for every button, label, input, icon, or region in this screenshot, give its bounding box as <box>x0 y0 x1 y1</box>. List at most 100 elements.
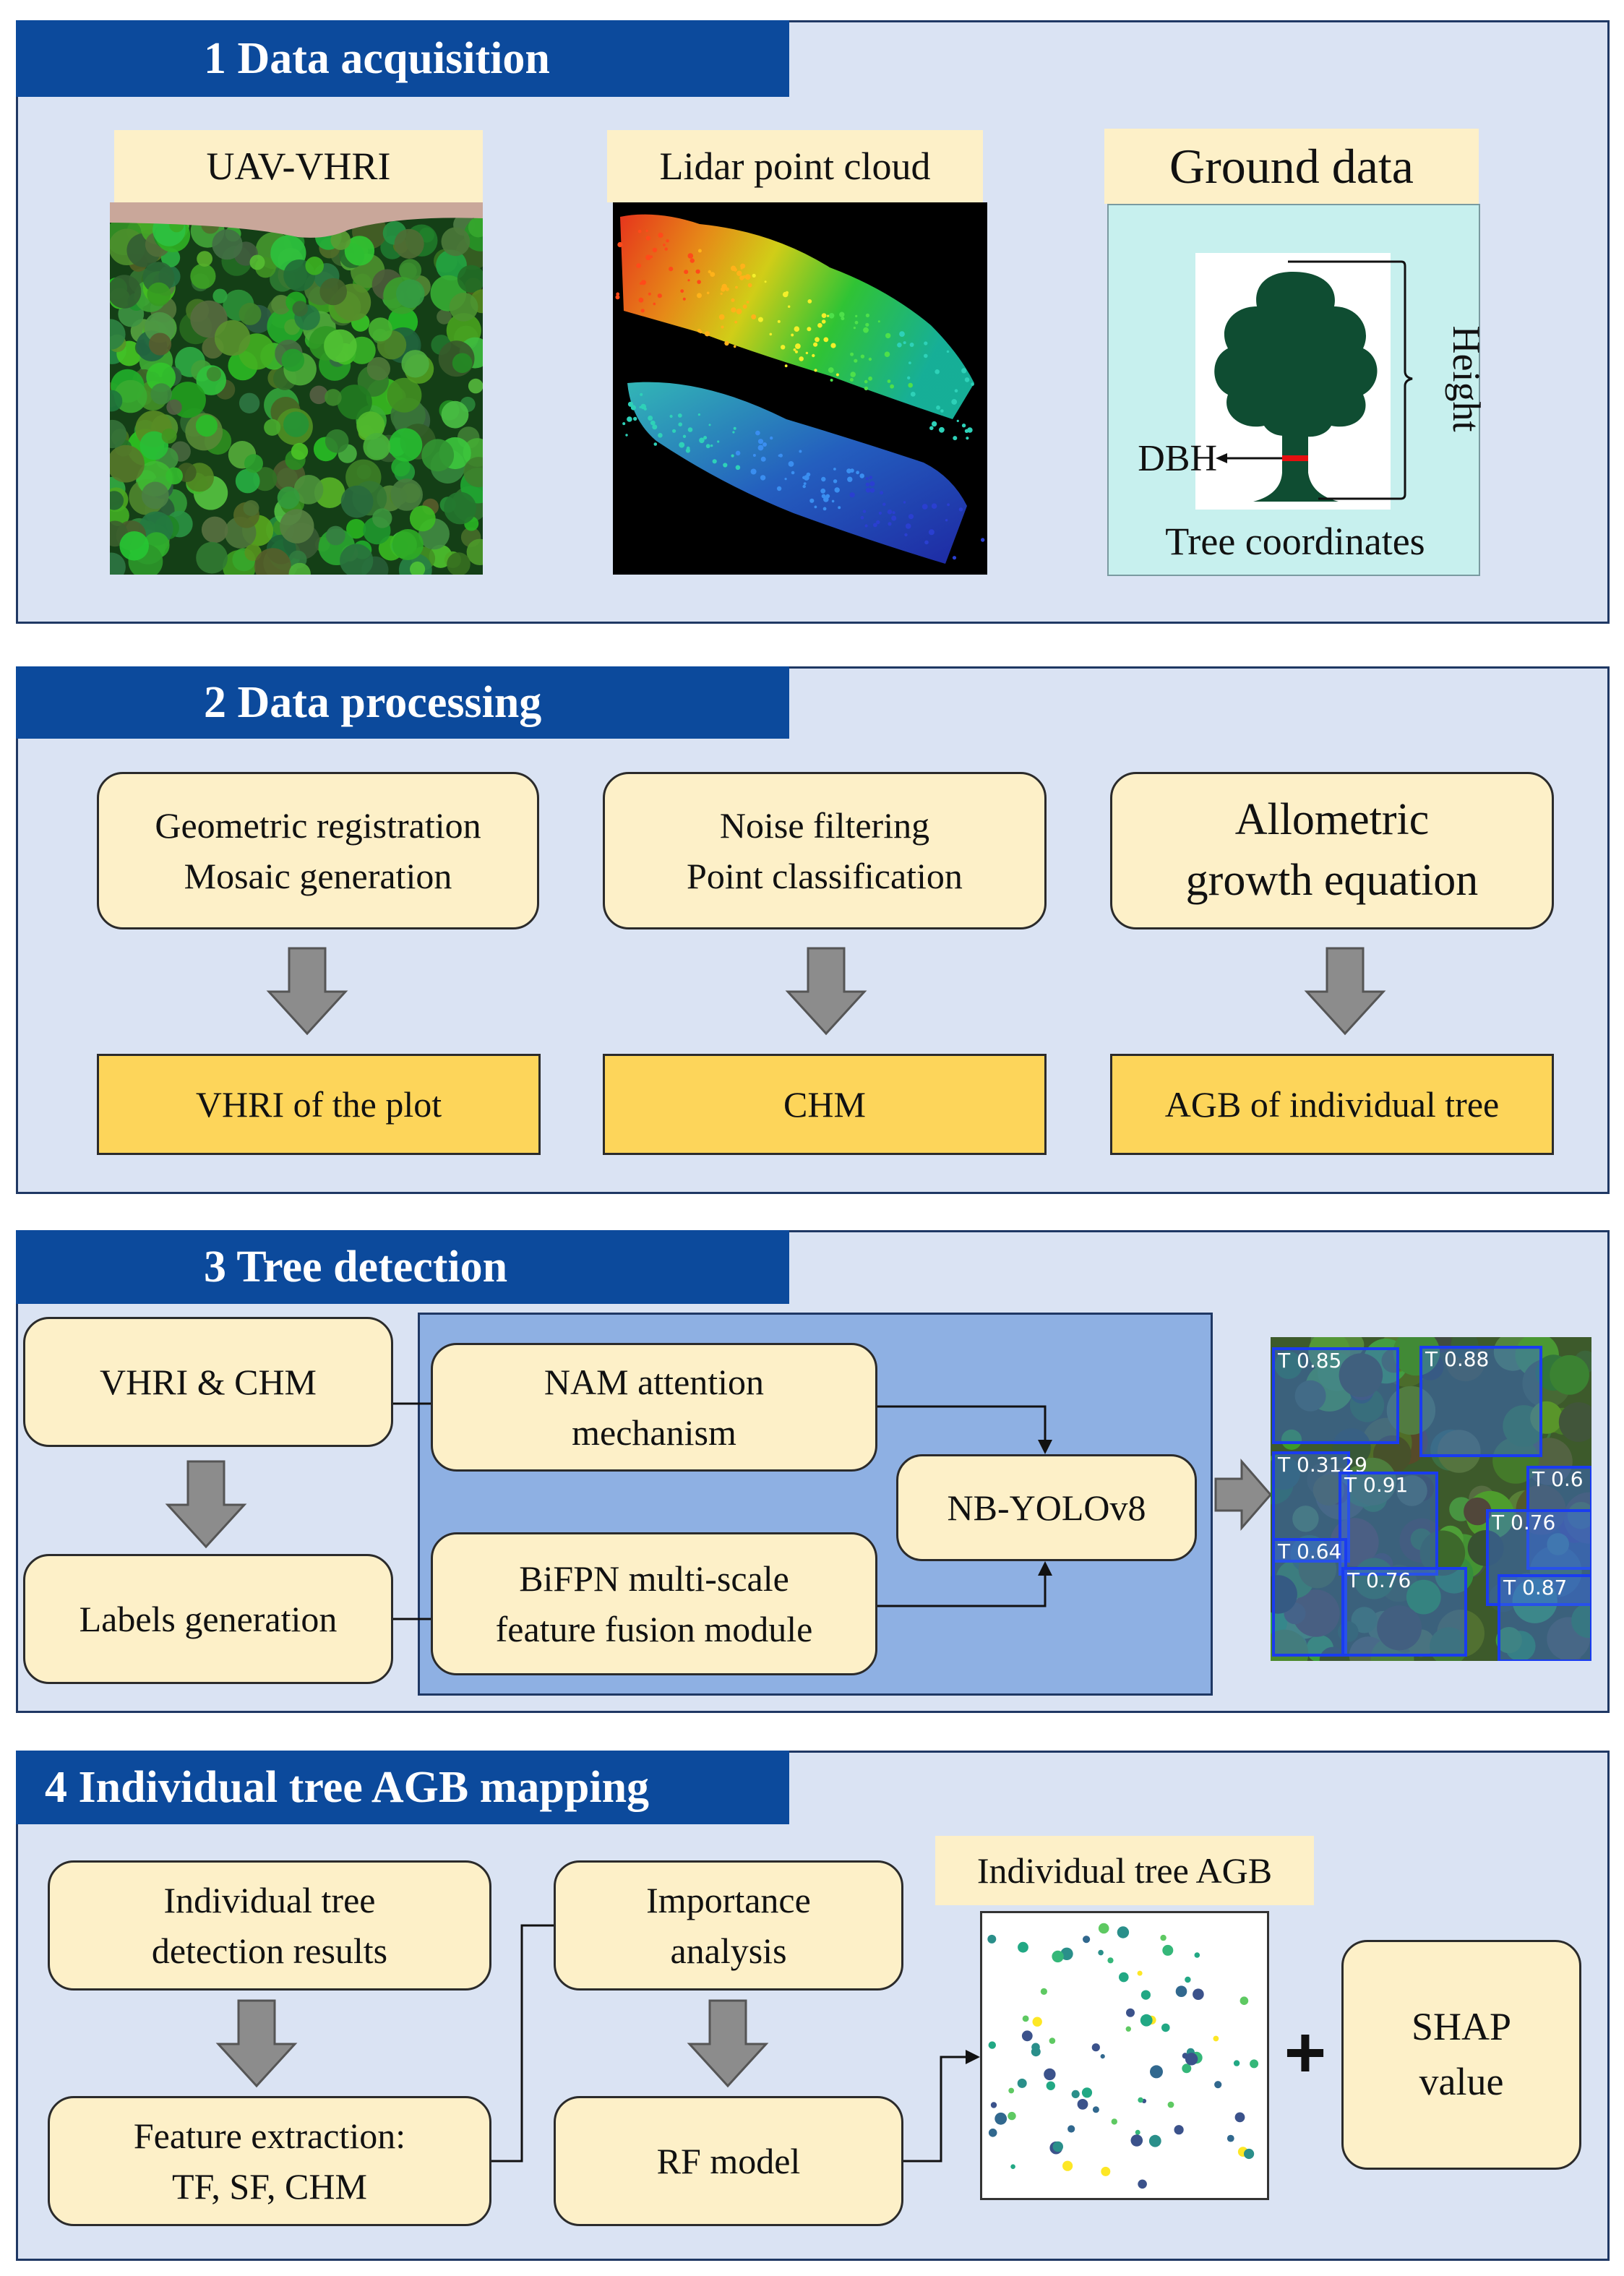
tree-crown <box>340 485 374 518</box>
lidar-point <box>725 287 729 291</box>
canopy-blob <box>1349 1457 1397 1506</box>
lidar-point <box>951 399 958 405</box>
agb-point <box>1138 2179 1147 2189</box>
lidar-point <box>682 434 687 438</box>
lidar-point <box>794 326 800 332</box>
agb-point <box>1167 2101 1174 2108</box>
canopy-blob <box>1377 1605 1422 1651</box>
lidar-point <box>854 320 859 325</box>
tree-crown <box>437 309 452 325</box>
tree-crown <box>110 319 126 350</box>
lidar-point <box>788 305 791 308</box>
ground-data-panel: Height DBH Tree coordinates <box>1107 204 1488 576</box>
lidar-point <box>657 293 662 299</box>
tree-crown <box>326 525 345 546</box>
lidar-point <box>669 267 674 272</box>
tree-crown <box>277 486 300 510</box>
tree-crown <box>366 357 390 381</box>
lidar-point <box>954 389 958 392</box>
agb-point <box>1098 1949 1104 1956</box>
lidar-point <box>689 258 695 263</box>
lidar-point <box>658 433 663 438</box>
agb-point <box>1052 2141 1063 2152</box>
lidar-point <box>860 354 865 358</box>
lidar-point <box>958 507 963 512</box>
lidar-point <box>924 353 928 358</box>
lidar-point <box>821 319 826 324</box>
agb-point <box>1010 2164 1015 2169</box>
down-arrow-1 <box>266 947 348 1036</box>
agb-point <box>1046 2081 1055 2090</box>
lidar-point <box>710 272 716 277</box>
lidar-point <box>804 475 809 481</box>
tree-crown <box>356 411 385 440</box>
detection-box <box>1526 1466 1591 1570</box>
lidar-point <box>864 379 868 384</box>
feature-extraction-box: Feature extraction: TF, SF, CHM <box>48 2096 491 2226</box>
tree-crown <box>392 529 424 560</box>
lidar-point <box>746 301 749 304</box>
lidar-label: Lidar point cloud <box>607 130 983 202</box>
lidar-point <box>905 523 911 529</box>
canopy-blob <box>1271 1456 1301 1490</box>
agb-point <box>1008 2111 1016 2121</box>
lidar-point <box>712 459 717 464</box>
lidar-point <box>617 241 623 248</box>
lidar-point <box>721 325 724 329</box>
tree-crown <box>344 236 375 266</box>
tree-crown <box>325 429 349 453</box>
lidar-point <box>622 422 626 426</box>
canopy-blob <box>1467 1530 1504 1566</box>
lidar-point <box>723 463 728 468</box>
tree-crown <box>139 431 168 460</box>
lidar-point <box>704 331 710 337</box>
tree-crown <box>401 350 429 378</box>
agb-point <box>1052 1950 1064 1963</box>
tree-crown <box>372 508 392 528</box>
lidar-point <box>909 343 914 347</box>
canopy-blob <box>1571 1603 1591 1639</box>
agb-point <box>990 2102 997 2108</box>
tree-crown <box>468 217 483 238</box>
tree-crown <box>468 378 483 394</box>
lidar-point <box>718 314 725 320</box>
detection-results-box: Individual tree detection results <box>48 1860 491 1991</box>
agb-point <box>1119 1972 1129 1983</box>
lidar-point <box>770 436 773 440</box>
lidar-point <box>733 426 736 430</box>
agb-point <box>1071 2090 1080 2098</box>
lidar-point <box>788 461 794 467</box>
lidar-point <box>835 373 839 377</box>
tree-crown <box>161 428 177 444</box>
uav-vhri-label: UAV-VHRI <box>114 130 483 202</box>
lidar-point <box>710 444 713 447</box>
bifpn-fusion-box: BiFPN multi-scale feature fusion module <box>431 1532 877 1675</box>
tree-crown <box>283 411 309 437</box>
tree-crown <box>340 544 374 575</box>
tree-crown <box>441 227 471 257</box>
lidar-point <box>793 348 796 351</box>
tree-crown <box>214 319 251 356</box>
down-arrow-features <box>215 1999 298 2088</box>
canopy-blob <box>1530 1401 1563 1434</box>
lidar-point <box>733 345 736 348</box>
lidar-point <box>776 486 782 491</box>
agb-individual-output: AGB of individual tree <box>1110 1054 1554 1155</box>
importance-analysis-box: Importance analysis <box>554 1860 903 1991</box>
lidar-point <box>697 249 702 253</box>
lidar-point <box>815 337 820 343</box>
lidar-point <box>687 279 690 282</box>
lidar-point <box>847 476 853 482</box>
lidar-point <box>823 497 829 502</box>
detection-box <box>1419 1346 1542 1457</box>
lidar-point <box>903 501 906 504</box>
tree-crown <box>110 491 124 510</box>
lidar-point <box>813 342 818 347</box>
lidar-point <box>764 280 767 283</box>
lidar-point <box>952 556 957 560</box>
lidar-point <box>699 437 705 444</box>
lidar-point <box>900 332 905 337</box>
agb-map-title: Individual tree AGB <box>935 1836 1314 1905</box>
tree-crown <box>291 442 309 460</box>
